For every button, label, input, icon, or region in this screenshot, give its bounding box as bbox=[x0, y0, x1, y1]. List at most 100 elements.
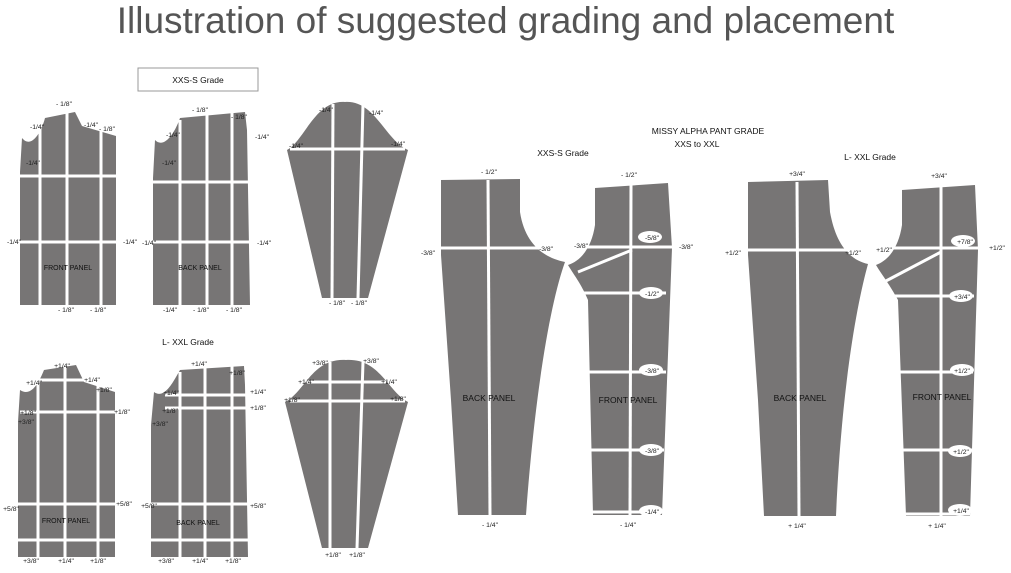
measurement-label: -5/8" bbox=[645, 235, 660, 242]
grade-line bbox=[795, 181, 801, 517]
measurement-label: - 1/8" bbox=[231, 114, 248, 121]
top-grade-label: XXS-S Grade bbox=[172, 75, 224, 85]
measurement-label: +1/2" bbox=[953, 449, 969, 456]
measurement-label: +1/8" bbox=[96, 387, 112, 394]
measurement-badge bbox=[639, 505, 663, 517]
measurement-label: +5/8" bbox=[116, 501, 132, 508]
pant-lxxl-front-shape bbox=[876, 185, 978, 516]
measurement-label: +1/4" bbox=[163, 390, 179, 397]
measurement-label: - 1/8" bbox=[193, 307, 210, 314]
top-grade-header: XXS-S Grade bbox=[137, 67, 259, 92]
measurement-badge bbox=[639, 444, 663, 456]
measurement-label: +1/4" bbox=[84, 377, 100, 384]
measurement-label: -1/4" bbox=[7, 239, 22, 246]
pant-xxs-front-label: FRONT PANEL bbox=[599, 395, 658, 405]
pant-xxs-back: BACK PANEL - 1/2" -3/8" -3/8" - 1/4" bbox=[421, 169, 565, 529]
bottom-back-panel: BACK PANEL +1/4" +1/8" +1/4" +1/4" +1/8"… bbox=[141, 361, 266, 565]
measurement-badge bbox=[948, 445, 972, 457]
measurement-label: +1/8" bbox=[349, 552, 365, 559]
measurement-label: +3/8" bbox=[312, 360, 328, 367]
grade-line bbox=[355, 361, 365, 549]
measurement-label: -1/4" bbox=[255, 134, 270, 141]
measurement-label: -1/4" bbox=[163, 307, 178, 314]
measurement-label: -1/4" bbox=[319, 107, 334, 114]
measurement-label: +1/8" bbox=[284, 397, 300, 404]
pant-xxs-back-shape bbox=[441, 179, 565, 515]
measurement-label: - 1/8" bbox=[226, 307, 243, 314]
measurement-label: -1/2" bbox=[645, 291, 660, 298]
measurement-label: - 1/8" bbox=[329, 300, 346, 307]
measurement-label: -1/4" bbox=[123, 239, 138, 246]
bottom-sleeve-shape bbox=[285, 359, 408, 548]
measurement-label: -1/4" bbox=[84, 122, 99, 129]
measurement-label: -1/4" bbox=[645, 509, 660, 516]
top-grade-box bbox=[137, 67, 259, 92]
measurement-label: -1/4" bbox=[142, 240, 157, 247]
bottom-back-label: BACK PANEL bbox=[176, 520, 220, 527]
measurement-label: +1/2" bbox=[989, 245, 1005, 252]
measurement-badge bbox=[639, 287, 663, 299]
measurement-label: +1/4" bbox=[192, 558, 208, 565]
measurement-label: +3/4" bbox=[789, 171, 805, 178]
measurement-label: +5/8" bbox=[141, 503, 157, 510]
measurement-badge bbox=[950, 364, 974, 376]
measurement-label: +1/4" bbox=[250, 389, 266, 396]
measurement-badge bbox=[639, 364, 663, 376]
grade-line bbox=[628, 184, 633, 516]
measurement-badge bbox=[951, 235, 975, 247]
measurement-label: +1/8" bbox=[114, 409, 130, 416]
pant-xxs-back-label: BACK PANEL bbox=[463, 393, 516, 403]
top-sleeve-panel: -1/4" -1/4" -1/4" -1/4" - 1/8" - 1/8" bbox=[287, 101, 408, 307]
bottom-grade-label: L- XXL Grade bbox=[162, 337, 214, 347]
measurement-label: +1/4" bbox=[54, 363, 70, 370]
measurement-badge bbox=[638, 231, 662, 243]
page-title: Illustration of suggested grading and pl… bbox=[116, 0, 895, 41]
measurement-label: +1/8" bbox=[250, 405, 266, 412]
measurement-label: -3/8" bbox=[645, 368, 660, 375]
measurement-label: +1/4" bbox=[381, 379, 397, 386]
measurement-label: -3/8" bbox=[645, 448, 660, 455]
pant-size-range: XXS to XXL bbox=[675, 139, 720, 149]
pant-lxxl-front: FRONT PANEL +3/4" +1/2" +1/2" +7/8" +3/4… bbox=[876, 173, 1005, 530]
measurement-label: -3/8" bbox=[421, 250, 436, 257]
pant-title: MISSY ALPHA PANT GRADE bbox=[652, 126, 765, 136]
grade-line bbox=[486, 179, 492, 516]
measurement-label: - 1/4" bbox=[620, 522, 637, 529]
pant-lxxl-back-label: BACK PANEL bbox=[774, 393, 827, 403]
measurement-label: +3/4" bbox=[954, 294, 970, 301]
measurement-label: +1/8" bbox=[90, 558, 106, 565]
measurement-label: +1/4" bbox=[298, 379, 314, 386]
measurement-label: - 1/8" bbox=[192, 107, 209, 114]
measurement-label: -3/8" bbox=[574, 243, 589, 250]
measurement-label: +1/2" bbox=[845, 250, 861, 257]
measurement-label: +7/8" bbox=[957, 239, 973, 246]
grade-line bbox=[577, 248, 633, 274]
measurement-label: +1/2" bbox=[954, 368, 970, 375]
measurement-label: + 1/4" bbox=[788, 523, 806, 530]
measurement-label: +1/4" bbox=[26, 380, 42, 387]
measurement-label: +3/8" bbox=[152, 421, 168, 428]
grade-line bbox=[330, 103, 335, 299]
measurement-label: - 1/8" bbox=[351, 300, 368, 307]
measurement-label: + 1/4" bbox=[928, 523, 946, 530]
measurement-label: -1/4" bbox=[391, 141, 406, 148]
measurement-label: - 1/2" bbox=[621, 172, 638, 179]
measurement-label: - 1/8" bbox=[58, 307, 75, 314]
measurement-label: +1/2" bbox=[725, 250, 741, 257]
measurement-label: -3/8" bbox=[679, 244, 694, 251]
measurement-label: +1/8" bbox=[325, 552, 341, 559]
measurement-label: - 1/8" bbox=[99, 126, 116, 133]
measurement-label: -1/4" bbox=[162, 160, 177, 167]
pant-lxxl-back-shape bbox=[748, 180, 868, 516]
measurement-label: +3/8" bbox=[158, 558, 174, 565]
pant-lxxl-back: BACK PANEL +3/4" +1/2" +1/2" + 1/4" bbox=[725, 171, 868, 530]
pant-xxs-front: FRONT PANEL - 1/2" -3/8" -3/8" -5/8" -1/… bbox=[568, 172, 694, 529]
measurement-label: -3/8" bbox=[539, 246, 554, 253]
measurement-label: -1/4" bbox=[289, 143, 304, 150]
pant-xxs-label: XXS-S Grade bbox=[537, 148, 589, 158]
pant-lxxl-label: L- XXL Grade bbox=[844, 152, 896, 162]
measurement-label: +5/8" bbox=[250, 503, 266, 510]
pant-lxxl-front-label: FRONT PANEL bbox=[913, 392, 972, 402]
measurement-label: -1/4" bbox=[257, 240, 272, 247]
